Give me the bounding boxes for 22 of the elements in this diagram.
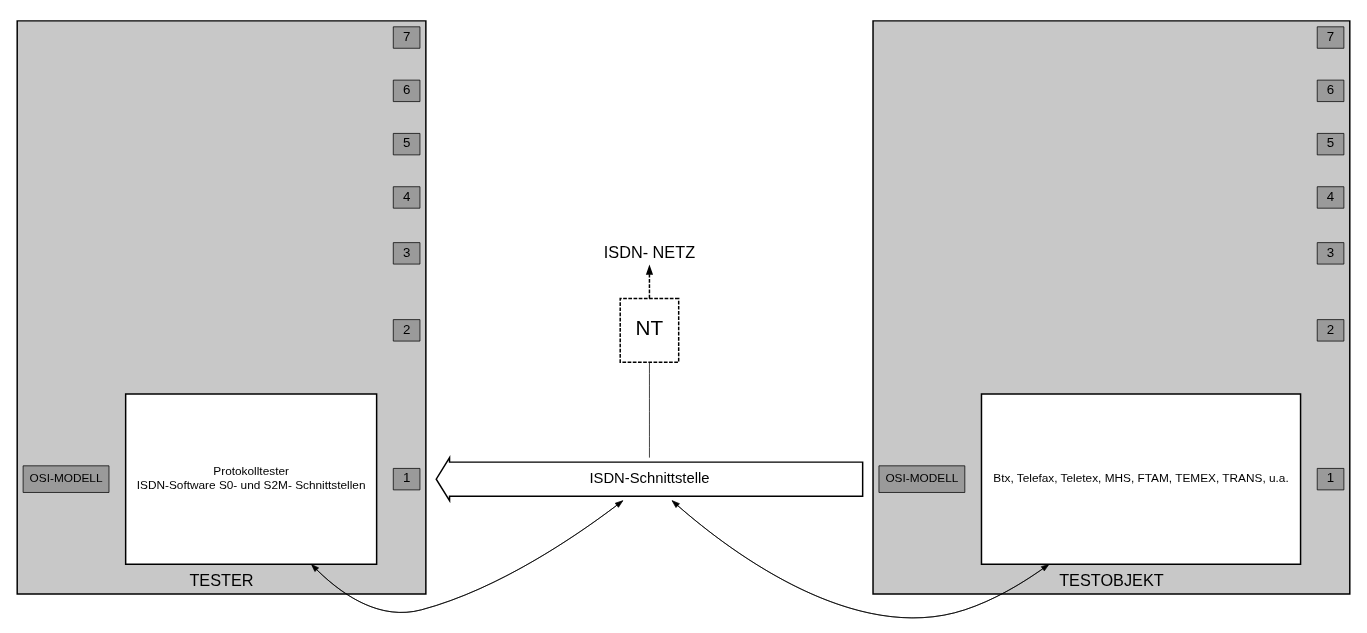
node-box: 4 bbox=[392, 186, 421, 209]
node-box: Protokolltester ISDN-Software S0- und S2M- Schnittstellen bbox=[124, 393, 378, 566]
node-box: 3 bbox=[392, 242, 421, 265]
node-text: ISDN- NETZ bbox=[603, 242, 696, 261]
arrow bbox=[645, 264, 654, 300]
node-box: 4 bbox=[1316, 186, 1345, 209]
node-box: 1 bbox=[392, 468, 421, 491]
node-box: 5 bbox=[1316, 133, 1345, 156]
node-box: 6 bbox=[1316, 79, 1345, 102]
node-box: 2 bbox=[1316, 319, 1345, 342]
node-box: 7 bbox=[1316, 26, 1345, 49]
node-box: 6 bbox=[392, 79, 421, 102]
node-box: 5 bbox=[392, 133, 421, 156]
connector bbox=[649, 361, 650, 458]
node-box: OSI-MODELL bbox=[22, 465, 110, 493]
node-box: Btx, Telefax, Teletex, MHS, FTAM, TEMEX, TRANS, u.a. bbox=[980, 393, 1302, 566]
node-box: 1 bbox=[1316, 468, 1345, 491]
node-box: 7 bbox=[392, 26, 421, 49]
node-box: 3 bbox=[1316, 242, 1345, 265]
node-box: NT bbox=[619, 297, 680, 363]
node-box: OSI-MODELL bbox=[878, 465, 966, 493]
node-box: 2 bbox=[392, 319, 421, 342]
